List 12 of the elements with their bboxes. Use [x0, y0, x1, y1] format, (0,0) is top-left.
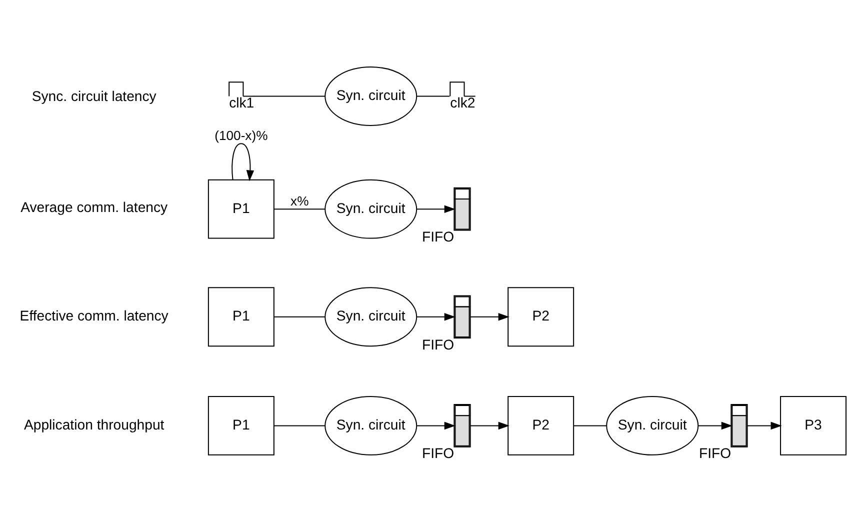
- node-label: FIFO: [422, 445, 454, 462]
- label: Average comm. latency: [20, 198, 168, 215]
- node-label: FIFO: [422, 228, 454, 245]
- edge-label: x%: [290, 193, 309, 208]
- node-label: FIFO: [422, 336, 454, 352]
- label: Sync. circuit latency: [32, 88, 156, 104]
- edge-label: (100-x)%: [214, 128, 268, 143]
- label: Application throughput: [24, 416, 164, 432]
- node-label: FIFO: [698, 445, 732, 462]
- label: Effective comm. latency: [20, 308, 168, 324]
- node-text: clk2: [450, 94, 476, 111]
- node-text: clk1: [229, 94, 254, 111]
